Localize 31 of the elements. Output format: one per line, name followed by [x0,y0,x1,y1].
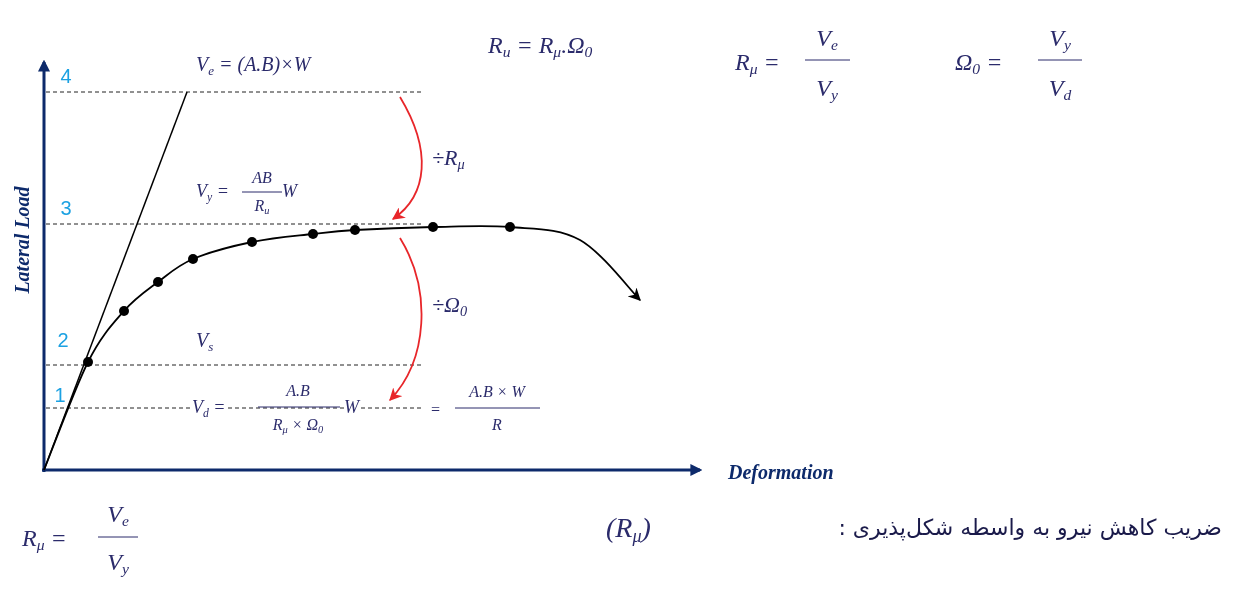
fraction-denominator: V$_{d}$ [1048,74,1072,102]
formula: V$_{d}$ = [192,398,226,418]
axis-level-number: 2 [57,329,69,351]
fraction-denominator: R [492,416,502,434]
fraction-denominator: V$_{y}$ [107,548,129,576]
formula: Ω$_{0}$ = [955,48,1003,76]
axis-level-number: 1 [54,384,66,406]
formula: R$_{μ}$ = [735,48,780,76]
axis-level-number: 4 [60,65,72,87]
fraction-numerator: A.B [286,382,310,400]
formula: V$_{s}$ [196,329,214,351]
formula: W [282,182,297,202]
fraction-numerator: V$_{e}$ [107,500,129,528]
fraction-numerator: V$_{e}$ [816,24,838,52]
axis-title: Lateral Load [11,186,33,294]
fraction-numerator: A.B × W [469,383,525,401]
fraction-denominator: R$_{u}$ [254,197,270,215]
fraction-denominator: V$_{y}$ [816,74,838,102]
fraction-numerator: V$_{y}$ [1049,24,1071,52]
formula: R$_{u}$ = R$_{μ}$.Ω$_{0}$ [488,31,593,59]
formula: R$_{μ}$ = [22,524,67,552]
formula: V$_{y}$ = [196,182,229,202]
formula: ÷R$_{μ}$ [432,145,465,171]
fraction-denominator: R$_{μ}$ × Ω$_{0}$ [272,416,324,434]
formula: ÷Ω$_{0}$ [432,292,468,318]
formula: (R$_{μ}$) [606,512,651,544]
fraction-numerator: AB [252,169,272,187]
caption-text: ضریب کاهش نیرو به واسطه شکل‌پذیری : [838,515,1222,541]
formula: V$_{e}$ = (A.B)×W [196,53,311,75]
axis-level-number: 3 [60,197,72,219]
axis-title: Deformation [728,461,834,483]
